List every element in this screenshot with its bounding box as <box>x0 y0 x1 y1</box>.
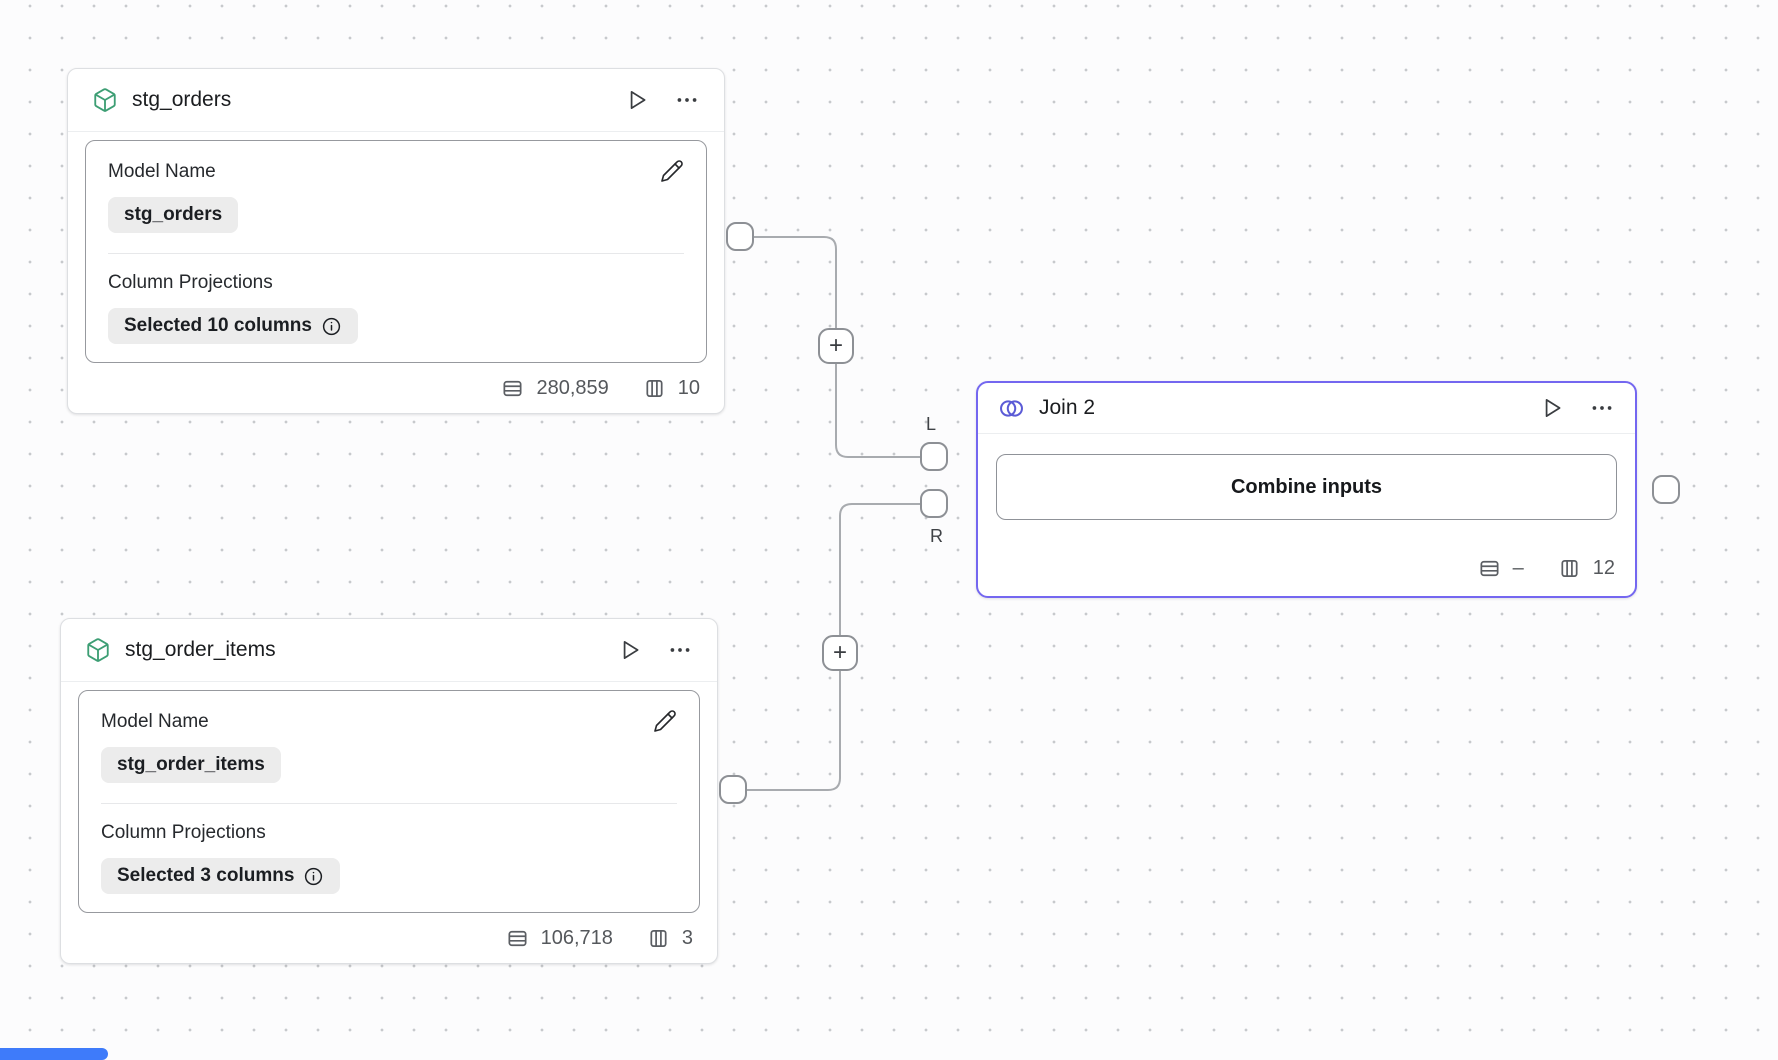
row-count-icon <box>501 377 524 400</box>
model-name-value: stg_orders <box>124 204 223 225</box>
row-count: – <box>1512 557 1524 579</box>
run-node-button[interactable] <box>1539 395 1565 421</box>
column-count: 12 <box>1592 557 1615 579</box>
row-count-icon <box>506 927 529 950</box>
horizontal-scrollbar-thumb[interactable] <box>0 1048 108 1060</box>
node-stats: 280,859 10 <box>68 363 724 418</box>
join-input-port-left[interactable] <box>920 442 948 471</box>
edit-pencil-icon[interactable] <box>660 159 684 183</box>
model-cube-icon <box>85 637 111 663</box>
join-left-port-label: L <box>926 414 937 434</box>
column-projections-value: Selected 10 columns <box>124 315 312 336</box>
add-node-on-edge-button-bottom[interactable]: + <box>822 635 858 671</box>
node-stg-order-items[interactable]: stg_order_items Model Name <box>60 618 718 964</box>
column-count-icon <box>1558 557 1581 580</box>
column-count: 3 <box>681 927 693 949</box>
join-venn-icon <box>998 395 1025 422</box>
node-header: stg_orders <box>68 69 724 132</box>
combine-inputs-button[interactable]: Combine inputs <box>996 454 1617 520</box>
model-name-value: stg_order_items <box>117 754 265 775</box>
column-projections-chip[interactable]: Selected 10 columns <box>108 308 358 344</box>
node-menu-button[interactable] <box>1589 395 1615 421</box>
column-count-icon <box>643 377 666 400</box>
model-cube-icon <box>92 87 118 113</box>
row-count-icon <box>1478 557 1501 580</box>
node-title: stg_orders <box>132 88 232 111</box>
column-projections-label: Column Projections <box>101 822 266 843</box>
row-count: 106,718 <box>540 927 613 949</box>
node-config-card: Model Name stg_order_items Column Projec… <box>78 690 700 913</box>
node-stats: – 12 <box>978 547 1635 596</box>
node-config-card: Model Name stg_orders Column Projections <box>85 140 707 363</box>
model-name-chip[interactable]: stg_orders <box>108 197 239 233</box>
column-count-icon <box>647 927 670 950</box>
model-name-chip[interactable]: stg_order_items <box>101 747 281 783</box>
node-join-2[interactable]: Join 2 Combine inputs – <box>976 381 1637 598</box>
node-stats: 106,718 3 <box>61 913 717 968</box>
column-count: 10 <box>677 377 700 399</box>
node-menu-button[interactable] <box>667 637 693 663</box>
info-icon[interactable] <box>303 866 324 887</box>
info-icon[interactable] <box>321 316 342 337</box>
node-title: Join 2 <box>1039 396 1096 419</box>
node-title: stg_order_items <box>125 638 276 661</box>
column-projections-value: Selected 3 columns <box>117 865 295 886</box>
run-node-button[interactable] <box>624 87 650 113</box>
card-divider <box>108 253 684 254</box>
join-right-port-label: R <box>930 526 943 546</box>
output-port-stg-order-items[interactable] <box>719 775 747 804</box>
column-projections-label: Column Projections <box>108 272 273 293</box>
add-node-on-edge-button-top[interactable]: + <box>818 328 854 364</box>
node-header: Join 2 <box>978 383 1635 434</box>
output-port-join[interactable] <box>1652 475 1680 504</box>
edit-pencil-icon[interactable] <box>653 709 677 733</box>
column-projections-chip[interactable]: Selected 3 columns <box>101 858 341 894</box>
model-name-label: Model Name <box>101 711 209 732</box>
model-name-label: Model Name <box>108 161 216 182</box>
output-port-stg-orders[interactable] <box>726 222 754 251</box>
row-count: 280,859 <box>536 377 609 399</box>
plus-icon: + <box>828 332 843 359</box>
node-header: stg_order_items <box>61 619 717 682</box>
join-input-port-right[interactable] <box>920 489 948 518</box>
run-node-button[interactable] <box>617 637 643 663</box>
plus-icon: + <box>832 639 847 666</box>
card-divider <box>101 803 677 804</box>
node-stg-orders[interactable]: stg_orders Model Name <box>67 68 725 414</box>
node-menu-button[interactable] <box>674 87 700 113</box>
